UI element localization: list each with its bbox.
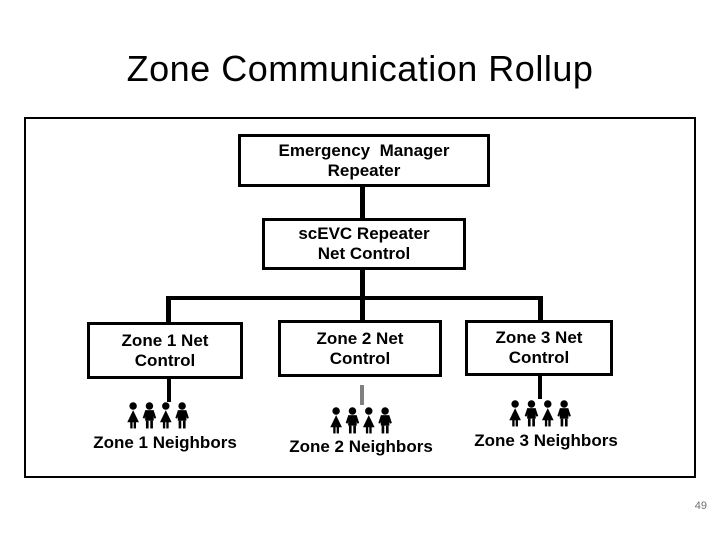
zone2-neighbors-label: Zone 2 Neighbors: [289, 437, 433, 456]
connector-zone3-to-neighbors: [538, 376, 542, 399]
node-label-line: Control: [329, 348, 391, 368]
diagram-frame: Emergency Manager Repeater scEVC Repeate…: [24, 117, 696, 478]
node-label-line: Zone 2 Net: [316, 328, 404, 348]
branch-horizontal-line: [166, 296, 543, 300]
crowd-icon: [507, 400, 573, 428]
node-emergency-manager-repeater: Emergency Manager Repeater: [238, 134, 490, 187]
connector-root-to-hub: [360, 187, 365, 218]
branch-stub-zone2: [360, 296, 365, 322]
page-number: 49: [694, 500, 707, 512]
zone1-neighbors-label: Zone 1 Neighbors: [93, 433, 237, 452]
branch-stub-zone3: [538, 296, 543, 322]
node-label-line: Control: [508, 348, 570, 367]
zone3-neighbors-label: Zone 3 Neighbors: [474, 431, 618, 450]
node-label-line: Repeater: [327, 160, 401, 180]
node-scevc-repeater-net-control: scEVC Repeater Net Control: [262, 218, 466, 270]
connector-hub-to-branch: [360, 270, 365, 296]
node-zone1-net-control: Zone 1 Net Control: [87, 322, 243, 379]
node-label-line: Zone 3 Net: [495, 328, 583, 347]
node-zone3-net-control: Zone 3 Net Control: [465, 320, 613, 376]
node-label-line: Zone 1 Net: [121, 330, 209, 350]
crowd-icon: [125, 402, 191, 430]
connector-zone1-to-neighbors: [167, 379, 171, 402]
node-label-line: scEVC Repeater: [298, 224, 430, 243]
node-zone2-net-control: Zone 2 Net Control: [278, 320, 442, 377]
node-label-line: Control: [134, 350, 196, 370]
node-label-line: Net Control: [317, 244, 411, 263]
node-label-line: Emergency Manager: [278, 140, 450, 160]
connector-zone2-to-neighbors: [360, 385, 364, 405]
branch-stub-zone1: [166, 296, 171, 324]
slide-title: Zone Communication Rollup: [126, 48, 594, 89]
crowd-icon: [328, 407, 394, 435]
